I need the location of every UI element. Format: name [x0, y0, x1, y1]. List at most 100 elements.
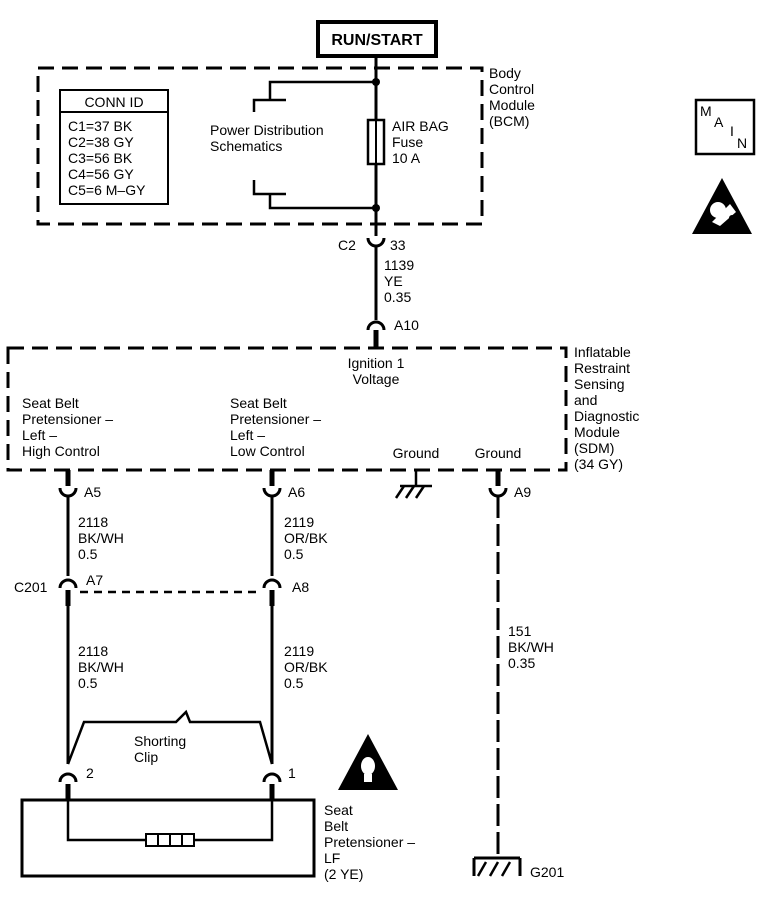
wire-circuit: 2119 [284, 643, 314, 659]
wire-color: YE [384, 273, 403, 289]
bcm-name-line: Module [489, 97, 535, 113]
connector-c2-label: C2 [338, 237, 356, 253]
pin-a8-label: A8 [292, 579, 309, 595]
wire-circuit: 151 [508, 623, 532, 639]
sdm-title: Inflatable Restraint Sensing and Diagnos… [574, 344, 639, 472]
pin-a6-label: A6 [288, 484, 305, 500]
sdm-name-line: Inflatable [574, 344, 631, 360]
pretensioner-label: Seat Belt Pretensioner – LF (2 YE) [324, 802, 415, 882]
pin-a5-label: A5 [84, 484, 101, 500]
fuse-label: AIR BAG Fuse 10 A [392, 118, 449, 166]
pin-a9-label: A9 [514, 484, 531, 500]
wire-2119-upper-label: 2119 OR/BK 0.5 [284, 514, 328, 562]
main-letter: I [730, 123, 734, 139]
high-control-line: Left – [22, 427, 57, 443]
main-letter: A [714, 114, 724, 130]
pretensioner-line: (2 YE) [324, 866, 363, 882]
pretensioner-line: Seat [324, 802, 353, 818]
wire-gauge: 0.5 [284, 675, 304, 691]
pin-a7-label: A7 [86, 572, 103, 588]
power-distribution-line: Power Distribution [210, 122, 324, 138]
ground-g201-icon [472, 856, 522, 877]
bcm-title: Body Control Module (BCM) [489, 65, 535, 129]
ignition-line: Ignition 1 [348, 355, 405, 371]
squib-icon [145, 833, 195, 847]
wire-color: OR/BK [284, 530, 328, 546]
low-control-line: Left – [230, 427, 265, 443]
chassis-ground-icon [394, 470, 432, 499]
run-start-box: RUN/START [316, 20, 438, 58]
wire-color: OR/BK [284, 659, 328, 675]
high-control-line: Pretensioner – [22, 411, 113, 427]
wire-circuit: 1139 [384, 257, 414, 273]
conn-id-title: CONN ID [84, 94, 143, 110]
connector-a6: A6 [262, 470, 305, 500]
wire-gauge: 0.35 [384, 289, 411, 305]
low-control-line: Low Control [230, 443, 305, 459]
wire-gauge: 0.5 [78, 675, 98, 691]
ground-label: Ground [393, 445, 440, 461]
conn-id-table: CONN ID C1=37 BK C2=38 GY C3=56 BK C4=56… [59, 89, 169, 205]
conn-id-row: C4=56 GY [68, 166, 134, 182]
sdm-boundary [6, 346, 568, 472]
sdm-name-line: and [574, 392, 597, 408]
ignition-label: Ignition 1 Voltage [348, 355, 405, 387]
ground-g201-label: G201 [530, 864, 564, 880]
fuse-label-line: AIR BAG [392, 118, 449, 134]
conn-id-row: C2=38 GY [68, 134, 134, 150]
shorting-clip: Shorting Clip [66, 709, 274, 765]
connector-pin-label: 33 [390, 237, 406, 253]
wire-2118-upper-label: 2118 BK/WH 0.5 [78, 514, 124, 562]
wire-1139-label: 1139 YE 0.35 [384, 257, 414, 305]
wire-color: BK/WH [78, 530, 124, 546]
pretensioner-line: Belt [324, 818, 348, 834]
shorting-clip-line: Clip [134, 749, 158, 765]
fuse-label-line: Fuse [392, 134, 423, 150]
conn-id-row: C5=6 M–GY [68, 182, 146, 198]
c201-label: C201 [14, 579, 48, 595]
main-letter: N [737, 135, 747, 151]
power-distribution-line: Schematics [210, 138, 282, 154]
wire-circuit: 2118 [78, 514, 108, 530]
conn-id-row: C3=56 BK [68, 150, 133, 166]
wire-gauge: 0.5 [284, 546, 304, 562]
wire-color: BK/WH [78, 659, 124, 675]
high-control-line: Seat Belt [22, 395, 79, 411]
sdm-name-line: (34 GY) [574, 456, 623, 472]
main-letter: M [700, 103, 712, 119]
connector-a9: A9 [488, 470, 531, 500]
connector-pin-1: 1 [262, 765, 296, 800]
pin-1-label: 1 [288, 765, 296, 781]
bcm-name-line: Control [489, 81, 534, 97]
wire-gauge: 0.5 [78, 546, 98, 562]
wire-gauge: 0.35 [508, 655, 535, 671]
pin-a10-label: A10 [394, 317, 419, 333]
connector-a10: A10 [366, 317, 419, 348]
sdm-name-line: Restraint [574, 360, 630, 376]
power-distribution-ref: Power Distribution Schematics [210, 80, 376, 210]
wire-2119-lower-label: 2119 OR/BK 0.5 [284, 643, 328, 691]
wire-151-label: 151 BK/WH 0.35 [508, 623, 554, 671]
high-control-label: Seat Belt Pretensioner – Left – High Con… [22, 395, 113, 459]
connector-c2-33: C2 33 [338, 237, 406, 253]
ignition-line: Voltage [353, 371, 400, 387]
sdm-name-line: Module [574, 424, 620, 440]
connector-pin-2: 2 [58, 765, 94, 800]
wire-circuit: 2119 [284, 514, 314, 530]
low-control-line: Seat Belt [230, 395, 287, 411]
conn-id-row: C1=37 BK [68, 118, 133, 134]
connector-a5: A5 [58, 470, 101, 500]
wire-color: BK/WH [508, 639, 554, 655]
pretensioner-line: LF [324, 850, 340, 866]
fuse-label-line: 10 A [392, 150, 421, 166]
splice-dot [372, 78, 380, 86]
pin-2-label: 2 [86, 765, 94, 781]
sdm-name-line: Sensing [574, 376, 625, 392]
high-control-line: High Control [22, 443, 100, 459]
main-nav-icon[interactable]: M A I N [694, 98, 756, 156]
connector-c201: C201 A7 A8 [14, 572, 309, 606]
bcm-boundary [36, 66, 484, 226]
wire-circuit: 2118 [78, 643, 108, 659]
airbag-warning-icon [692, 178, 752, 234]
